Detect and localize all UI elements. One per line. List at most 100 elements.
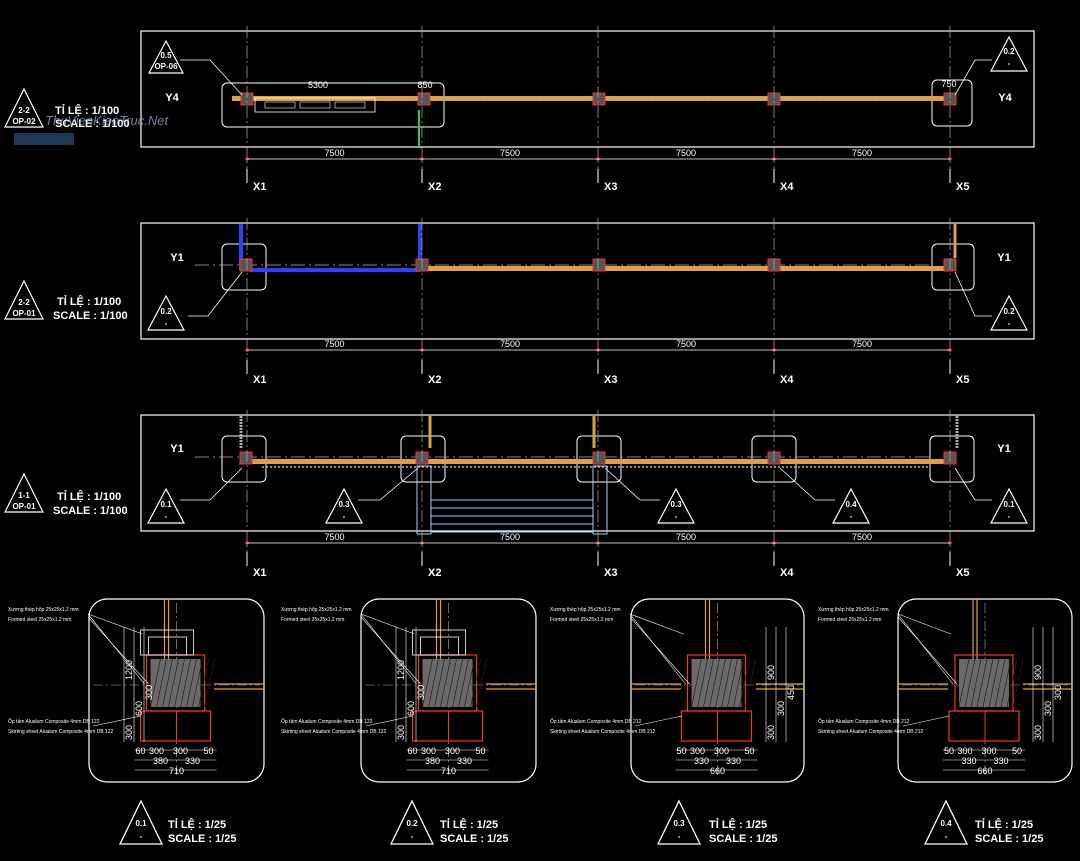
hatch-line (739, 658, 750, 708)
plan-1-scale-en: SCALE : 1/100 (55, 118, 130, 130)
note-leader (897, 613, 952, 635)
svg-text:OP-01: OP-01 (12, 502, 36, 511)
detail-callout-sheet: - (140, 832, 143, 841)
note-leader (360, 616, 421, 685)
detail-callout-sheet: - (411, 832, 414, 841)
plan-2-callout-triangle: 0.2 - (147, 294, 185, 331)
detail-side-dim: 450 (786, 685, 796, 700)
detail-sub-dim: 330 (993, 756, 1008, 766)
hatch-line (150, 658, 161, 708)
hatch-line (204, 658, 215, 708)
detail-scale-en: SCALE : 1/25 (709, 833, 777, 845)
plan-1-bench-seat (334, 101, 366, 109)
detail-scale-vi: TỈ LỆ : 1/25 (975, 818, 1033, 831)
plan-2-callout-triangle: 0.2 - (990, 294, 1028, 331)
detail-bottom-dim: 50 (475, 746, 485, 756)
detail-total-dim: 710 (441, 766, 456, 776)
plan-1-leader (180, 59, 243, 96)
detail-side-dim: 900 (766, 665, 776, 680)
svg-text:-: - (165, 512, 168, 521)
detail-side-dim: 300 (1033, 725, 1043, 740)
plan-2-row-label-right: Y1 (997, 252, 1010, 264)
axis-label-x2: X2 (428, 374, 441, 386)
plan-3-leader (604, 467, 660, 501)
note-frame-vi: Xương thép hộp 25x25x1.2 mm (281, 607, 352, 613)
detail-callout-triangle (389, 799, 435, 845)
detail-side-dim: 900 (1033, 665, 1043, 680)
plan-1-bench-seat (299, 101, 331, 109)
span-dimension: 7500 (676, 339, 696, 349)
note-frame-en: Formed steel 25x25x1.2 mm (281, 617, 344, 623)
plan-2-leader (954, 271, 992, 317)
axis-label-x1: X1 (253, 567, 266, 579)
span-dimension: 7500 (500, 339, 520, 349)
svg-text:-: - (165, 319, 168, 328)
plan-3-column (239, 451, 253, 465)
detail-frame (630, 598, 805, 783)
axis-label-x2: X2 (428, 181, 441, 193)
detail-callout-sheet: - (945, 832, 948, 841)
hatch-line (982, 658, 994, 708)
detail-callout-triangle (656, 799, 702, 845)
plan-3-row-label: Y1 (170, 443, 183, 455)
note-leader (87, 613, 145, 685)
hatch-line (994, 658, 1006, 708)
plan-3-column (592, 451, 606, 465)
svg-text:0.1: 0.1 (1003, 500, 1015, 509)
note-frame-en: Formed steel 25x25x1.2 mm (550, 617, 613, 623)
svg-text:0.1: 0.1 (160, 500, 172, 509)
watermark-logo (14, 133, 74, 145)
span-dimension: 7500 (676, 532, 696, 542)
detail-bottom-dim: 50 (203, 746, 213, 756)
plan-1-row-label-right: Y4 (998, 92, 1012, 104)
plan-1-bench (254, 97, 376, 113)
plan-1-callout-triangle: 0.2 - (990, 35, 1028, 72)
hatch-line (422, 658, 433, 708)
plan-1-dim-top: 5300 (308, 80, 328, 90)
hatch-line (174, 658, 185, 708)
hatch-line (428, 658, 439, 708)
detail-side-dim: 300 (766, 725, 776, 740)
plan-1-dim-left: 850 (417, 80, 432, 90)
axis-label-x3: X3 (604, 374, 617, 386)
watermark: ThuVienKienTruc.Net (45, 113, 169, 128)
detail-scale-vi: TỈ LỆ : 1/25 (440, 818, 498, 831)
hatch-line (733, 658, 744, 708)
detail-side-dim: 300 (1053, 685, 1063, 700)
detail-side-dim: 300 (144, 685, 154, 700)
detail-scale-en: SCALE : 1/25 (440, 833, 508, 845)
detail-bottom-dim: 300 (173, 746, 188, 756)
detail-bottom-dim: 300 (690, 746, 705, 756)
axis-label-x4: X4 (780, 567, 794, 579)
detail-bottom-dim: 50 (744, 746, 754, 756)
svg-text:2-2: 2-2 (18, 298, 30, 307)
detail-sub-dim: 330 (961, 756, 976, 766)
detail-bottom-dim: 50 (676, 746, 686, 756)
detail-callout-number: 0.4 (940, 819, 952, 828)
note-skirt-en: Skirting sheet Alualum Composite 4mm DB … (550, 729, 656, 735)
detail-total-dim: 660 (977, 766, 992, 776)
plan-2-scale-vi: TỈ LỆ : 1/100 (57, 295, 121, 308)
detail-callout-number: 0.1 (135, 819, 147, 828)
plan-1-callout-triangle: 0.5 OP-06 (148, 39, 184, 74)
hatch-line (1006, 658, 1018, 708)
note-frame-vi: Xương thép hộp 25x25x1.2 mm (550, 607, 621, 613)
plan-1-bench-seat (264, 101, 296, 109)
axis-label-x4: X4 (780, 181, 794, 193)
note-leader (87, 616, 149, 685)
hatch-line (162, 658, 173, 708)
note-frame-en: Formed steel 25x25x1.2 mm (8, 617, 71, 623)
axis-label-x3: X3 (604, 567, 617, 579)
detail-side-dim: 300 (416, 685, 426, 700)
svg-text:1-1: 1-1 (18, 491, 30, 500)
svg-text:-: - (1008, 319, 1011, 328)
hatch-line (168, 658, 179, 708)
hatch-line (470, 658, 481, 708)
detail-scale-vi: TỈ LỆ : 1/25 (168, 818, 226, 831)
note-leader (902, 715, 950, 727)
detail-callout-number: 0.3 (673, 819, 685, 828)
